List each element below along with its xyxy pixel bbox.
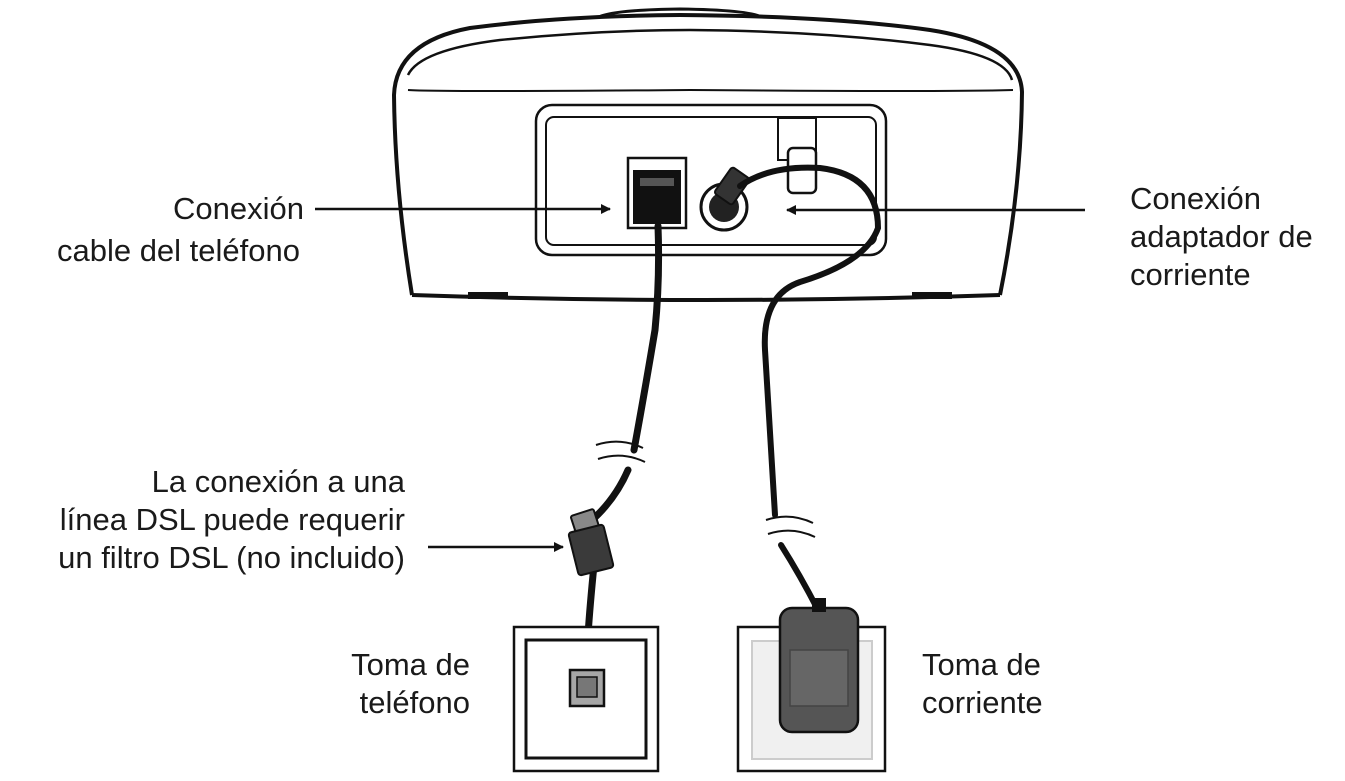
base-inner-lower-curve — [407, 88, 1014, 92]
power-cable-upper — [737, 164, 882, 518]
label-phone-cable-connection-2: cable del teléfono — [30, 232, 300, 270]
label-power-adapter-connection: Conexión adaptador de corriente — [1130, 180, 1313, 294]
base-inner-top-curve — [406, 28, 1014, 81]
label-power-outlet-line2: corriente — [922, 685, 1043, 720]
label-dsl-line2: línea DSL puede requerir — [59, 502, 405, 537]
label-phone-jack-line1: Toma de — [351, 647, 470, 682]
label-power-adapter-line3: corriente — [1130, 257, 1251, 292]
label-phone-jack: Toma de teléfono — [300, 646, 470, 722]
label-dsl-line3: un filtro DSL (no incluido) — [58, 540, 405, 575]
label-phone-jack-line2: teléfono — [359, 685, 470, 720]
label-power-adapter-line2: adaptador de — [1130, 219, 1313, 254]
label-phone-cable-connection: Conexión — [152, 190, 304, 228]
label-phone-cable-line1: Conexión — [173, 191, 304, 226]
cable-break-marks — [595, 440, 816, 538]
cable-clip-icon — [777, 117, 818, 195]
phone-cable-upper — [630, 222, 663, 454]
label-dsl-note: La conexión a una línea DSL puede requer… — [0, 463, 405, 577]
label-phone-cable-line2: cable del teléfono — [56, 233, 300, 268]
base-right-foot — [912, 292, 952, 299]
pointer-arrows — [315, 204, 1085, 552]
dsl-filter-icon — [567, 508, 615, 577]
label-power-outlet: Toma de corriente — [922, 646, 1043, 722]
label-power-outlet-line1: Toma de — [922, 647, 1041, 682]
label-dsl-line1: La conexión a una — [151, 464, 405, 499]
connector-panel — [534, 103, 888, 257]
power-adapter-icon — [778, 598, 860, 734]
power-jack-on-base-icon — [699, 166, 751, 232]
label-power-adapter-line1: Conexión — [1130, 181, 1261, 216]
wall-phone-jack-icon — [512, 625, 660, 773]
base-left-foot — [468, 292, 508, 299]
phone-jack-on-base-icon — [626, 156, 688, 230]
